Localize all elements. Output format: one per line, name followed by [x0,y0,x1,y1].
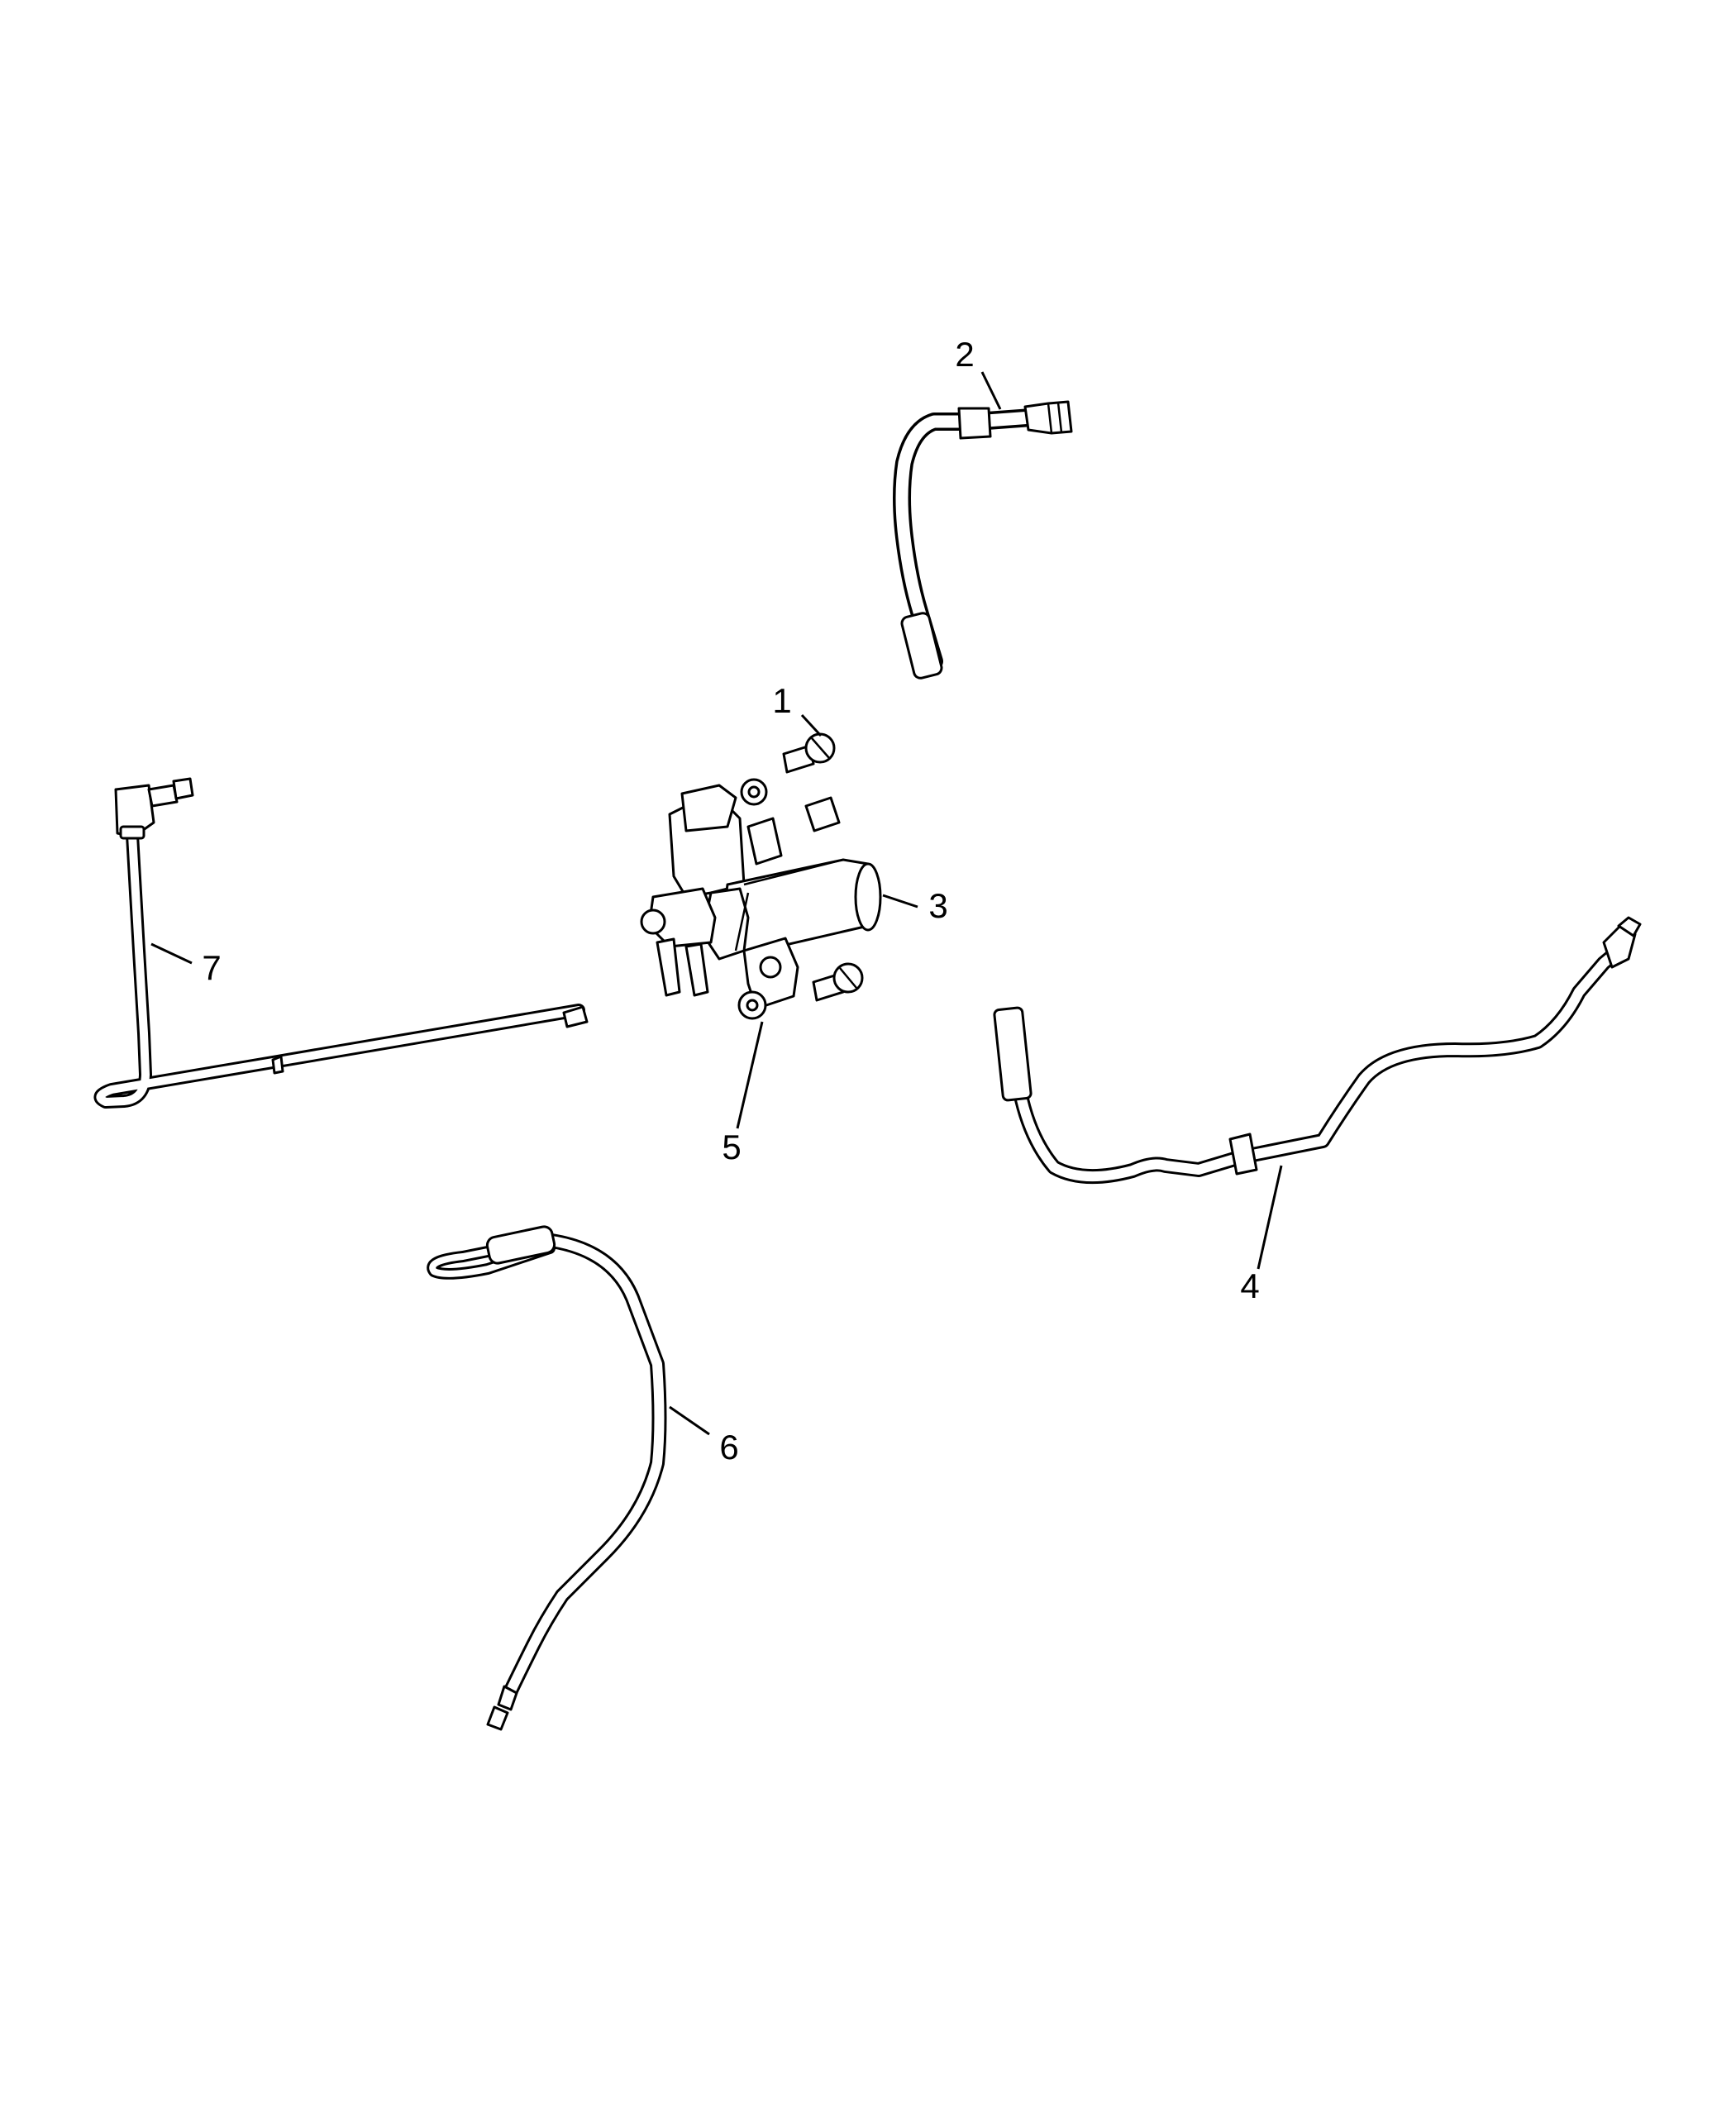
leader-1 [800,713,823,737]
callout-labels: 1 2 3 4 5 6 7 [202,335,1259,1467]
leader-5 [736,1021,764,1129]
callout-6: 6 [719,1428,738,1467]
leader-7 [150,942,193,965]
part-1-bolt-upper[interactable] [782,732,836,774]
callout-2: 2 [955,335,974,374]
part-7-vacuum-hose[interactable] [93,777,589,1109]
leader-3 [882,894,918,909]
part-6-vacuum-hose[interactable] [427,1225,667,1731]
leader-lines [150,371,1283,1436]
leader-2 [980,371,1002,410]
callout-5: 5 [722,1128,741,1166]
leader-4 [1257,1165,1283,1270]
part-5-nut-lower[interactable] [737,990,767,1020]
leader-6 [669,1405,710,1436]
callout-1: 1 [772,681,791,720]
callout-3: 3 [928,886,947,925]
part-4-vacuum-hose[interactable] [993,916,1642,1185]
callout-7: 7 [202,948,221,987]
callout-4: 4 [1240,1266,1259,1305]
part-5-nut-upper[interactable] [740,778,768,806]
part-2-vacuum-hose[interactable] [893,400,1073,680]
part-1-bolt-lower[interactable] [812,962,864,1002]
part-3-solenoid-valve[interactable] [640,784,882,1010]
